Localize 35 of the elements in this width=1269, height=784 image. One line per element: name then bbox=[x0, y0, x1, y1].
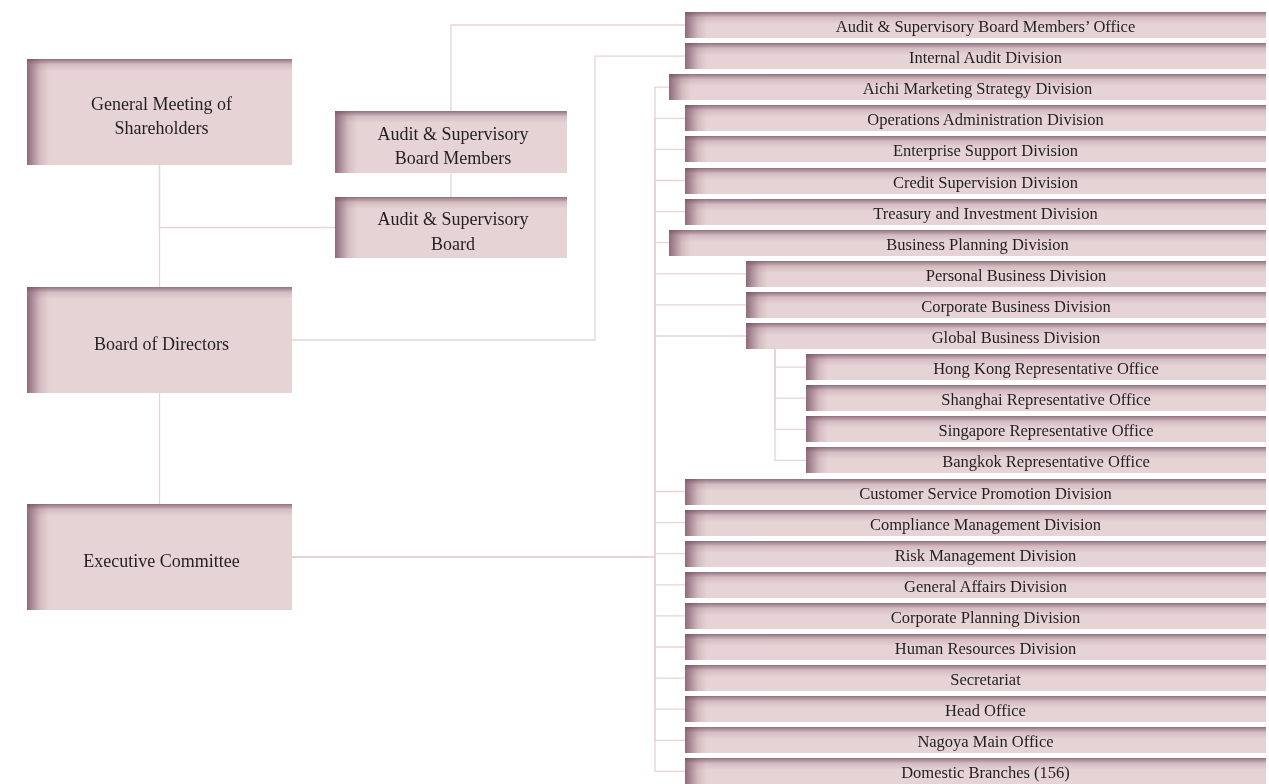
org-box: Customer Service Promotion Division bbox=[685, 478, 1266, 505]
org-box: Nagoya Main Office bbox=[685, 727, 1266, 754]
org-box: Corporate Planning Division bbox=[685, 602, 1266, 629]
org-box: Internal Audit Division bbox=[685, 43, 1266, 70]
org-box: Hong Kong Representative Office bbox=[806, 354, 1266, 381]
org-box: Personal Business Division bbox=[746, 260, 1266, 287]
org-box: Bangkok Representative Office bbox=[806, 447, 1266, 474]
connector-line bbox=[450, 24, 686, 112]
org-box: Executive Committee bbox=[27, 504, 292, 610]
org-box: General Affairs Division bbox=[685, 571, 1266, 598]
org-box: Singapore Representative Office bbox=[806, 416, 1266, 443]
org-box: Audit & Supervisory Board Members’ Office bbox=[685, 12, 1266, 38]
org-box: Board of Directors bbox=[27, 287, 292, 393]
org-box: Secretariat bbox=[685, 665, 1266, 692]
org-box: Corporate Business Division bbox=[746, 291, 1266, 318]
org-box: Audit & Supervisory Board Members bbox=[335, 111, 567, 173]
org-box: Shanghai Representative Office bbox=[806, 385, 1266, 412]
org-box: Global Business Division bbox=[746, 323, 1266, 349]
connector-line bbox=[774, 348, 807, 462]
org-box: Enterprise Support Division bbox=[685, 136, 1266, 163]
org-box: General Meeting of Shareholders bbox=[27, 59, 292, 165]
org-box: Risk Management Division bbox=[685, 540, 1266, 567]
org-box: Human Resources Division bbox=[685, 634, 1266, 660]
org-box: Operations Administration Division bbox=[685, 105, 1266, 132]
org-box: Audit & Supervisory Board bbox=[335, 197, 567, 258]
org-box: Aichi Marketing Strategy Division bbox=[669, 74, 1266, 101]
connector-line bbox=[158, 164, 336, 229]
org-box: Treasury and Investment Division bbox=[685, 198, 1266, 225]
org-box: Compliance Management Division bbox=[685, 509, 1266, 536]
org-box: Business Planning Division bbox=[669, 229, 1266, 256]
org-box: Head Office bbox=[685, 696, 1266, 723]
connector-line bbox=[291, 55, 686, 341]
org-box: Credit Supervision Division bbox=[685, 167, 1266, 194]
connector-line bbox=[158, 392, 161, 505]
org-box: Domestic Branches (156) bbox=[685, 758, 1266, 784]
